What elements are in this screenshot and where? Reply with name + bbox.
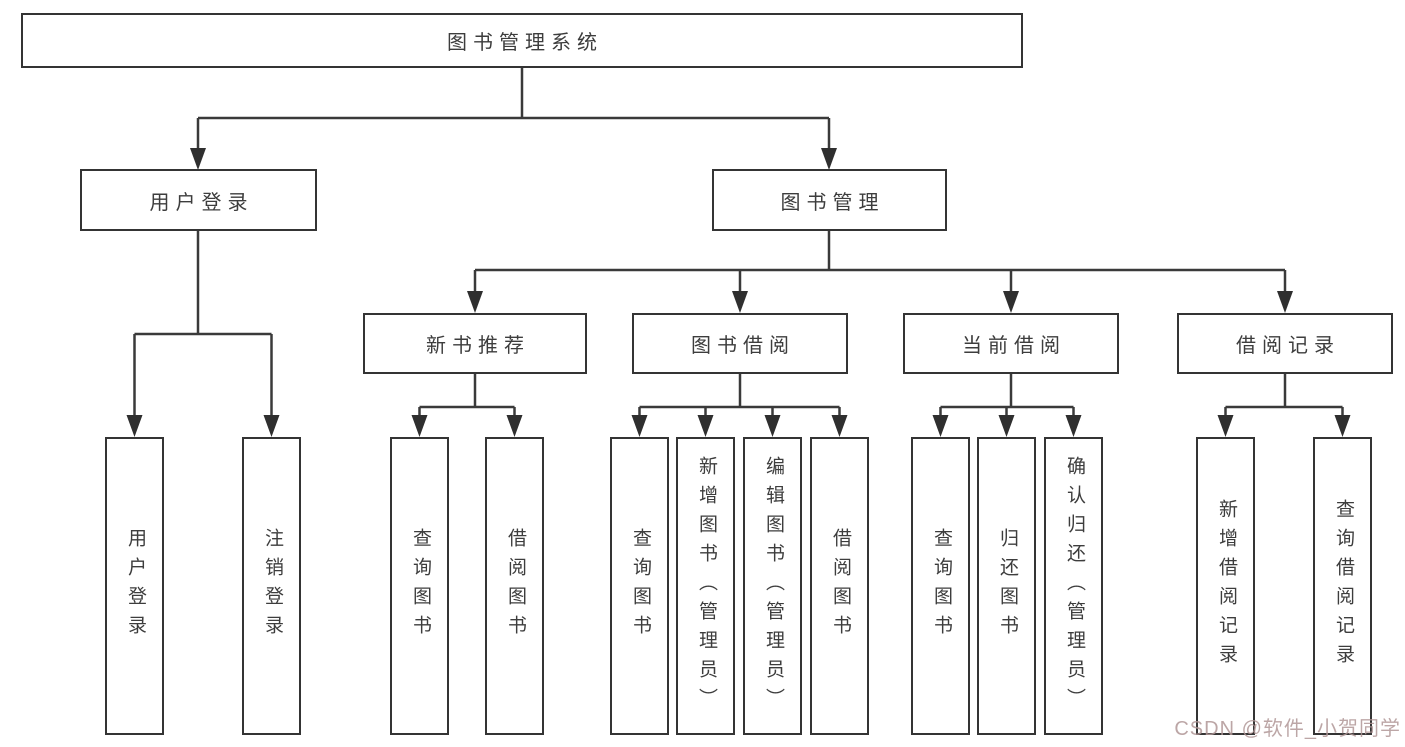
leaf-user-login: 用户登录: [105, 437, 164, 735]
leaf-label: 查询图书: [409, 528, 431, 644]
node-book-management-module: 图书管理: [712, 169, 947, 231]
leaf-add-borrow-record: 新增借阅记录: [1196, 437, 1255, 735]
leaf-borrow-books-recommend: 借阅图书: [485, 437, 544, 735]
connector-paths: [133, 68, 1344, 419]
leaf-label: 新增借阅记录: [1215, 499, 1237, 673]
leaf-label: 新增图书（管理员）: [695, 455, 717, 717]
leaf-query-books-borrow: 查询图书: [610, 437, 669, 735]
leaf-add-books-admin: 新增图书（管理员）: [676, 437, 735, 735]
leaf-label: 编辑图书（管理员）: [762, 455, 784, 717]
arrowhead-icons: [126, 148, 1351, 437]
leaf-label: 确认归还（管理员）: [1063, 455, 1085, 717]
csdn-watermark: CSDN @软件_小贺同学: [1174, 718, 1401, 740]
node-borrow-records: 借阅记录: [1177, 313, 1393, 374]
leaf-label: 查询图书: [930, 528, 952, 644]
node-book-borrow: 图书借阅: [632, 313, 848, 374]
node-current-borrow: 当前借阅: [903, 313, 1119, 374]
leaf-return-books: 归还图书: [977, 437, 1036, 735]
leaf-label: 用户登录: [124, 528, 146, 644]
leaf-label: 借阅图书: [829, 528, 851, 644]
leaf-borrow-books: 借阅图书: [810, 437, 869, 735]
leaf-confirm-return-admin: 确认归还（管理员）: [1044, 437, 1103, 735]
leaf-label: 注销登录: [261, 528, 283, 644]
leaf-query-books-recommend: 查询图书: [390, 437, 449, 735]
node-new-book-recommend: 新书推荐: [363, 313, 587, 374]
leaf-query-books-current: 查询图书: [911, 437, 970, 735]
leaf-label: 归还图书: [996, 528, 1018, 644]
leaf-logout: 注销登录: [242, 437, 301, 735]
leaf-edit-books-admin: 编辑图书（管理员）: [743, 437, 802, 735]
leaf-query-borrow-record: 查询借阅记录: [1313, 437, 1372, 735]
leaf-label: 查询借阅记录: [1332, 499, 1354, 673]
leaf-label: 查询图书: [629, 528, 651, 644]
node-root-system: 图书管理系统: [21, 13, 1023, 68]
node-user-login-module: 用户登录: [80, 169, 317, 231]
leaf-label: 借阅图书: [504, 528, 526, 644]
